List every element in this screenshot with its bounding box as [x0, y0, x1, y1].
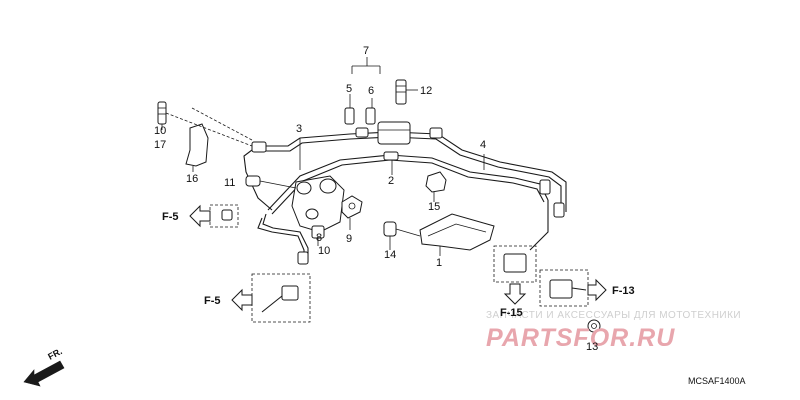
callout-8: 8: [316, 232, 322, 244]
callout-2: 2: [388, 175, 394, 187]
callout-9: 9: [346, 233, 352, 245]
clamp-parts: [157, 101, 253, 167]
arrow-f5-bottom: [231, 288, 253, 312]
callout-7: 7: [363, 45, 369, 57]
bracket-1: [419, 213, 495, 251]
callout-15: 15: [428, 201, 440, 213]
watermark-tagline: ЗАПЧАСТИ И АКСЕССУАРЫ ДЛЯ МОТОТЕХНИКИ: [486, 310, 741, 321]
front-arrow-icon: [23, 360, 65, 387]
bolt-10-17: [157, 101, 167, 125]
callout-10b: 10: [318, 245, 330, 257]
callout-4: 4: [480, 139, 486, 151]
arrow-f13: [587, 278, 607, 302]
box-f5-bottom: [251, 273, 311, 323]
arrow-f5-top: [189, 204, 211, 228]
callout-5: 5: [346, 83, 352, 95]
pipe-fittings: [251, 127, 565, 265]
fitting-mid: [383, 151, 399, 161]
callout-6: 6: [368, 85, 374, 97]
clamp-16: [185, 123, 209, 167]
ref-f13: F-13: [612, 285, 635, 297]
fitting-rear2: [553, 202, 565, 218]
bolt-11: [245, 175, 261, 187]
callout-16: 16: [186, 173, 198, 185]
valve-port-2: [319, 178, 337, 194]
callout-3: 3: [296, 123, 302, 135]
ref-f5-bottom: F-5: [204, 295, 221, 307]
reference-labels: F-5 F-5 F-13 F-15: [162, 211, 635, 319]
callout-10a: 10: [154, 125, 166, 137]
reference-arrows: [189, 204, 607, 312]
bolt-5: [344, 107, 355, 125]
pipe-2-inner: [271, 159, 545, 215]
callout-numbers: 7 5 6 12 10 17 3 4 2 16 11 15 8 10 9 14 …: [154, 45, 598, 353]
callout-1: 1: [436, 257, 442, 269]
fitting-right: [429, 127, 443, 139]
ref-f15: F-15: [500, 307, 523, 319]
pipe-lower-left-inner: [262, 213, 309, 262]
valve-port-3: [305, 208, 319, 220]
control-valve-8: [245, 175, 363, 239]
pipe-2: [267, 154, 549, 211]
box-f15: [493, 245, 537, 283]
arrow-f15: [503, 283, 527, 305]
fitting-bottom: [297, 251, 309, 265]
callout-13: 13: [586, 341, 598, 353]
nut-14: [383, 221, 397, 237]
callout-12: 12: [420, 85, 432, 97]
front-label: FR.: [46, 346, 63, 362]
pipe-pcv-link: [243, 149, 273, 211]
fitting-rear: [539, 179, 551, 195]
bracket-9: [341, 195, 363, 219]
watermark: ЗАПЧАСТИ И АКСЕССУАРЫ ДЛЯ МОТОТЕХНИКИ PA…: [486, 310, 741, 352]
mount-bracket-1: [383, 213, 495, 251]
fitting-left: [251, 141, 267, 153]
leader-7: [351, 57, 381, 74]
grommet-15: [425, 171, 447, 193]
drawing-code: MCSAF1400A: [688, 376, 746, 386]
front-indicator: FR.: [23, 346, 65, 387]
callout-17: 17: [154, 139, 166, 151]
grommet: [425, 171, 447, 193]
callout-11: 11: [224, 177, 235, 189]
fitting-upper: [355, 127, 369, 138]
joint-block: [377, 121, 411, 145]
pipe-rear-link: [529, 200, 549, 251]
bolt-6: [365, 107, 376, 125]
pipe-3-inner: [258, 136, 562, 212]
valve-port-1: [296, 181, 312, 195]
ref-f5-top: F-5: [162, 211, 179, 223]
brake-pipes: [243, 131, 567, 262]
callout-14: 14: [384, 249, 396, 261]
detail-boxes: [209, 204, 589, 323]
leader-lines: [161, 89, 595, 340]
joint-assembly-7: [344, 57, 411, 145]
watermark-brand: PARTSFOR.RU: [486, 324, 675, 352]
